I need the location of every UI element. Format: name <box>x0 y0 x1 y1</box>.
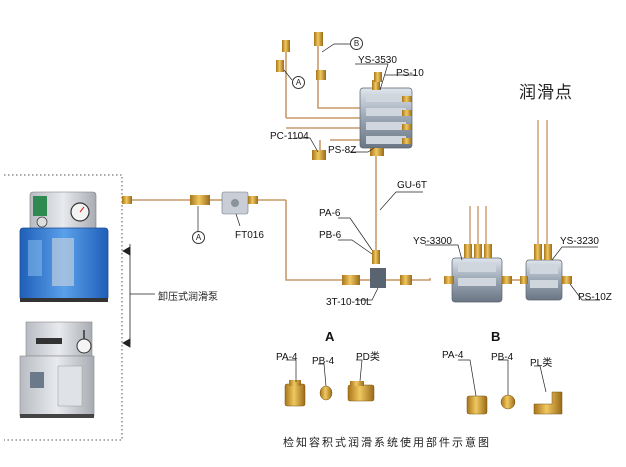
label-pc1104: PC-1104 <box>270 131 309 142</box>
label-ft016: FT016 <box>235 230 264 241</box>
pipes <box>128 45 520 281</box>
group-a-parts <box>284 380 375 407</box>
label-ps10: PS-10 <box>396 68 424 79</box>
diagram-caption: 检知容积式润滑系统使用部件示意图 <box>283 436 491 449</box>
distributor-ys3530 <box>359 80 413 149</box>
leader-lines <box>197 43 600 397</box>
pump-unit-top <box>19 191 109 302</box>
marker-b: B <box>350 37 363 50</box>
fittings-top <box>276 32 384 160</box>
group-b-pa4: PA-4 <box>442 350 464 361</box>
label-ys3300: YS-3300 <box>413 236 452 247</box>
label-3t1010l: 3T-10-10L <box>326 297 372 308</box>
label-pa6: PA-6 <box>319 208 341 219</box>
group-b-title: B <box>491 329 501 344</box>
label-ys3530: YS-3530 <box>358 55 397 66</box>
group-a-title: A <box>325 329 335 344</box>
label-ps10z: PS-10Z <box>578 292 612 303</box>
pump-unit-bottom <box>19 321 95 418</box>
label-ps8z: PS-8Z <box>328 145 357 156</box>
fittings-main <box>122 191 412 288</box>
group-b-parts <box>466 391 563 415</box>
group-b-pb4: PB-4 <box>491 352 514 363</box>
label-gu6t: GU-6T <box>397 180 427 191</box>
group-a-pd: PD类 <box>356 352 380 363</box>
label-ys3230: YS-3230 <box>560 236 599 247</box>
distributor-ys3300 <box>444 244 512 303</box>
group-a-pb4: PB-4 <box>312 356 335 367</box>
distributor-ys3230 <box>520 244 572 301</box>
feed-lines <box>469 120 548 244</box>
group-a-pa4: PA-4 <box>276 352 298 363</box>
label-pb6: PB-6 <box>319 230 342 241</box>
pump-label: 卸压式润滑泵 <box>158 292 218 303</box>
lubrication-point-heading: 润滑点 <box>519 83 573 103</box>
marker-a-left: A <box>192 231 205 244</box>
marker-a-top: A <box>292 76 305 89</box>
pump-pointer <box>122 244 155 348</box>
group-b-pl: PL类 <box>530 358 553 369</box>
